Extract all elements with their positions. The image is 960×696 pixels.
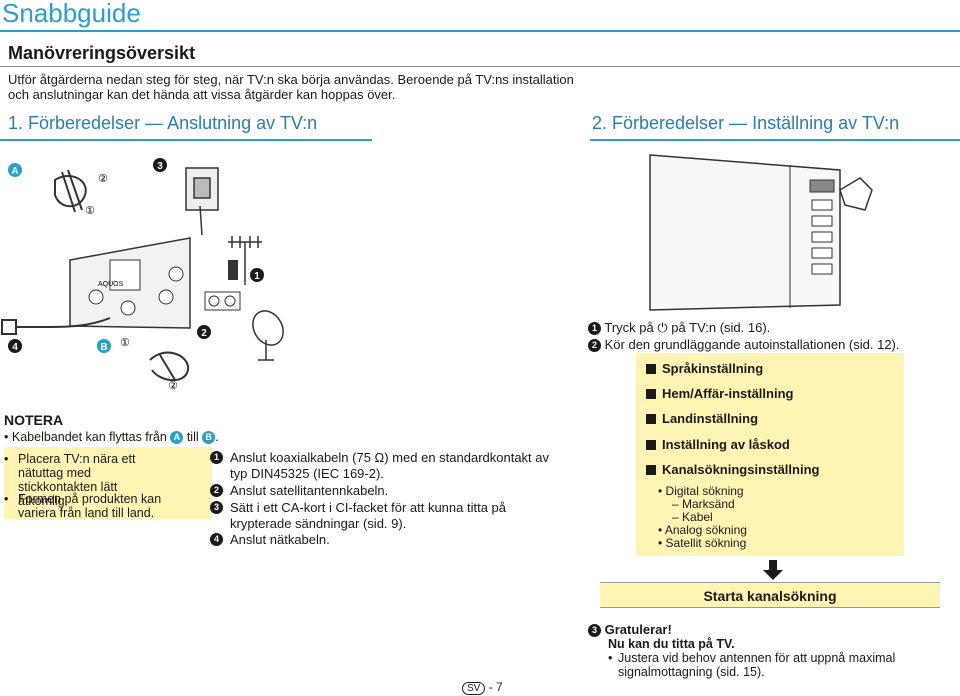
sub-cable: – Kabel [672,510,713,524]
cable-tie-note-mid: till [186,430,199,444]
sub-digital-search: • Digital sökning [658,484,744,498]
circ1-label-b: ① [120,336,130,349]
setup-step-1: 1 Tryck på ⏻ på TV:n (sid. 16). [588,320,770,336]
start-channel-search-label: Starta kanalsökning [703,588,837,604]
tip-bullet-2: •Formen på produkten kan variera från la… [4,492,162,520]
svg-text:A: A [11,166,18,177]
power-icon: ⏻ [657,320,668,335]
svg-text:1: 1 [254,271,260,282]
power-cord [1,317,111,335]
letter-badge-a: A [170,431,184,444]
step2-heading: 2. Förberedelser — Inställning av TV:n [592,113,900,133]
tv-back-illustration: AQUOS [69,237,191,329]
antenna-icon [228,236,262,285]
setup-step-3: 3 Gratulerar! [588,623,672,637]
step1-rule [0,139,372,141]
page-footer: SV - 7 [462,680,503,695]
bullet: • [4,430,9,444]
svg-text:B: B [100,342,107,353]
connection-step-4: 4 Anslut nätkabeln. [210,532,550,548]
connection-step-3: 3 Sätt i ett CA-kort i CI-facket för att… [210,500,550,532]
badge-3-top: 3 [153,158,167,172]
setup-step-2: 2 Kör den grundläggande autoinstallation… [588,337,900,353]
section-title: Manövreringsöversikt [8,43,196,63]
start-channel-search-bar: Starta kanalsökning [600,582,940,608]
circ2-label-b: ② [168,379,178,392]
settings-panel: Språkinställning Hem/Affär-inställning L… [636,353,904,556]
arrow-down-icon [763,560,783,580]
step1-heading: 1. Förberedelser — Anslutning av TV:n [8,113,318,133]
circ1-label-a: ① [85,204,95,217]
svg-text:2: 2 [201,328,207,339]
tv-side-illustration [649,154,873,311]
svg-text:4: 4 [12,342,18,353]
ci-card-slot [185,167,219,236]
step2-rule [590,139,960,141]
circ2-label-a: ② [98,172,108,185]
cable-tie-note-pre: Kabelbandet kan flyttas från [11,430,167,444]
connection-diagram: A 3 ② ① AQUOS 1 [1,158,284,392]
tip-bullet-1: •Placera TV:n nära ett nätuttag med stic… [4,452,136,508]
badge-setup-2: 2 [588,339,601,352]
cable-tie-note: • Kabelbandet kan flyttas från A till B. [4,430,219,444]
sub-satellite-search: • Satellit sökning [658,536,747,550]
setting-country: Landinställning [646,411,758,426]
sub-terrestrial: – Marksänd [672,497,735,511]
badge-a-top: A [8,163,22,177]
badge-b: B [97,339,111,353]
title-rule [0,30,960,32]
svg-text:AQUOS: AQUOS [98,281,124,288]
letter-badge-b: B [202,431,216,444]
setting-channel-search: Kanalsökningsinställning [646,462,819,477]
antenna-adjust-note: •Justera vid behov antennen för att uppn… [608,651,896,679]
badge-2-dish: 2 [197,325,211,339]
badge-setup-1: 1 [588,322,601,335]
setting-lock-code: Inställning av låskod [646,437,790,452]
coax-connector [228,260,238,280]
setting-language: Språkinställning [646,361,763,376]
badge-4-power: 4 [8,339,22,353]
notes-heading: NOTERA [4,412,64,428]
satellite-dish-icon [252,310,284,361]
cable-clip-b [149,351,190,382]
language-badge: SV [462,682,486,695]
section-rule [0,66,960,67]
svg-text:3: 3 [157,161,163,172]
badge-setup-3: 3 [588,624,601,637]
cable-clip-a [54,169,87,213]
page-title: Snabbguide [2,0,141,28]
page-number: - 7 [488,680,503,694]
sub-analog-search: • Analog sökning [658,523,747,537]
intro-text: Utför åtgärderna nedan steg för steg, nä… [8,72,574,102]
tip-box [4,447,212,519]
setting-home-store: Hem/Affär-inställning [646,386,793,401]
connection-step-1: 1 Anslut koaxialkabeln (75 Ω) med en sta… [210,450,550,482]
hand-pointer-icon [839,177,873,211]
congrats-subtitle: Nu kan du titta på TV. [608,637,735,651]
connection-step-2: 2 Anslut satellitantennkabeln. [210,483,550,499]
badge-1-connector: 1 [250,268,264,282]
wall-socket [204,291,241,311]
